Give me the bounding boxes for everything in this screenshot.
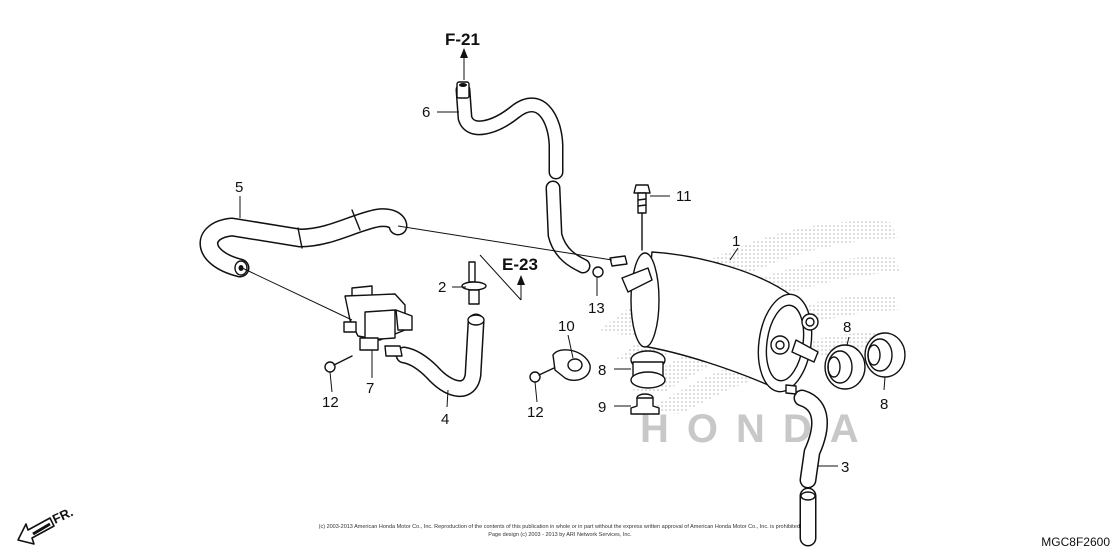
screw-12-left [324,355,353,373]
label-part-9[interactable]: 9 [598,399,606,416]
f21-arrow [460,48,468,58]
reference-f21[interactable]: F-21 [445,30,480,49]
label-part-12b[interactable]: 12 [527,404,544,421]
valve-7 [343,285,413,357]
watermark-text: HONDA [640,407,877,451]
label-part-6[interactable]: 6 [422,104,430,121]
screw-12-right [529,367,555,383]
leader-lines [239,58,886,467]
hose-3 [793,389,828,547]
bolt-11 [633,184,651,251]
label-part-10[interactable]: 10 [558,318,575,335]
label-part-2[interactable]: 2 [438,279,446,296]
bolt-2 [461,261,487,305]
grommet-8-right [864,332,906,378]
nut-13 [592,266,604,278]
label-part-12a[interactable]: 12 [322,394,339,411]
label-part-13[interactable]: 13 [588,300,605,317]
label-part-3[interactable]: 3 [841,459,849,476]
label-part-8a[interactable]: 8 [598,362,606,379]
collar-9 [630,393,660,415]
canister-1 [609,251,819,395]
label-part-8c[interactable]: 8 [880,396,888,413]
front-label: FR. [50,504,75,526]
label-part-7[interactable]: 7 [366,380,374,397]
hose-5 [199,208,408,278]
diagram-code: MGC8F2600 [1041,535,1110,549]
hose-6 [455,81,591,274]
label-part-4[interactable]: 4 [441,411,449,428]
label-part-8b[interactable]: 8 [843,319,851,336]
grommet-8-center [824,344,866,390]
label-part-1[interactable]: 1 [732,233,740,250]
grommet-8-left [630,350,666,389]
clamp-10 [552,349,591,382]
label-part-5[interactable]: 5 [235,179,243,196]
front-arrow-icon [17,517,55,545]
label-part-11[interactable]: 11 [676,188,692,205]
e23-arrow [517,275,525,285]
copyright-line-1: (c) 2003-2013 American Honda Motor Co., … [319,524,802,530]
hose-4 [395,313,485,398]
reference-e23[interactable]: E-23 [502,255,538,274]
copyright-line-2: Page design (c) 2003 - 2013 by ARI Netwo… [488,532,632,538]
